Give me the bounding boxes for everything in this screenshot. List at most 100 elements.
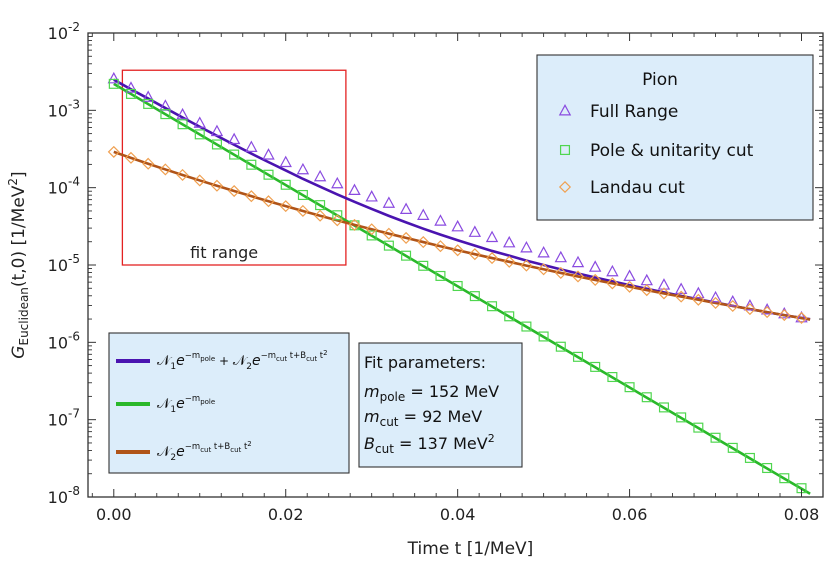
point-landau <box>210 179 223 192</box>
point-pole-unitarity <box>143 98 154 109</box>
point-pole-unitarity <box>572 351 584 362</box>
point-pole-unitarity <box>125 88 137 99</box>
legend-entry-pole-unitarity: Pole & unitarity cut <box>590 141 754 161</box>
param-bcut: Bcut = 137 MeV2 <box>364 432 495 456</box>
point-landau <box>331 214 344 227</box>
point-full-range <box>279 155 292 168</box>
point-landau <box>571 270 585 283</box>
legend-entry-landau: Landau cut <box>590 178 685 198</box>
point-landau <box>314 209 327 222</box>
point-pole-unitarity <box>607 372 618 383</box>
point-landau <box>193 174 206 187</box>
point-full-range <box>417 208 430 220</box>
point-landau <box>468 248 481 261</box>
point-landau <box>159 163 172 176</box>
point-pole-unitarity <box>194 129 205 140</box>
point-pole-unitarity <box>538 331 549 342</box>
point-full-range <box>692 286 705 299</box>
point-full-range <box>124 81 138 93</box>
point-pole-unitarity <box>246 159 257 170</box>
point-pole-unitarity <box>693 422 704 433</box>
x-tick-label: 0.04 <box>440 505 476 524</box>
point-landau <box>640 284 653 297</box>
point-pole-unitarity <box>315 200 326 211</box>
x-axis-label: Time t [1/MeV] <box>407 539 534 559</box>
point-pole-unitarity <box>658 402 669 413</box>
point-full-range <box>537 246 550 258</box>
x-tick-label: 0.06 <box>612 505 648 524</box>
point-pole-unitarity <box>744 452 755 463</box>
point-full-range <box>227 132 241 145</box>
point-full-range <box>623 269 636 281</box>
point-landau <box>176 168 189 182</box>
point-full-range <box>795 310 808 323</box>
point-landau <box>675 290 688 303</box>
fit-line-landau <box>113 150 811 321</box>
legend-entry-full-range-marker <box>558 104 572 116</box>
point-full-range <box>503 235 516 248</box>
point-full-range <box>640 273 653 286</box>
point-full-range <box>709 290 722 303</box>
point-landau <box>142 157 155 170</box>
point-landau <box>485 251 499 265</box>
point-landau <box>107 145 120 158</box>
point-landau <box>434 240 447 253</box>
fit-legend-full: 𝒩1e−mpole + 𝒩2e−mcut t+Bcut t2 <box>157 349 328 372</box>
point-landau <box>382 227 395 240</box>
point-pole-unitarity <box>332 210 343 221</box>
y-tick-label: 10-5 <box>48 252 80 275</box>
y-tick-label: 10-3 <box>48 97 80 120</box>
point-pole-unitarity <box>624 382 635 393</box>
point-full-range <box>726 294 739 307</box>
point-landau <box>589 273 602 286</box>
legend-entry-full-range: Full Range <box>590 102 678 122</box>
y-axis-label: GEuclidean(t,0) [1/MeV2] <box>6 171 31 358</box>
point-landau <box>400 231 413 244</box>
fit-range-box <box>121 69 347 266</box>
fit-legend: 𝒩1e−mpole + 𝒩2e−mcut t+Bcut t2𝒩1e−mpole𝒩… <box>108 332 350 474</box>
point-pole-unitarity <box>452 280 463 292</box>
point-full-range <box>451 219 464 232</box>
point-full-range <box>176 107 189 120</box>
point-landau <box>417 236 430 249</box>
fit-legend-landau: 𝒩2e−mcut t+Bcut t2 <box>157 440 252 463</box>
y-tick-label: 10-7 <box>48 407 80 430</box>
point-full-range <box>210 124 224 137</box>
point-full-range <box>554 250 568 263</box>
point-landau <box>726 299 739 313</box>
point-pole-unitarity <box>177 119 188 130</box>
legend-entry-pole-unitarity-marker <box>559 144 571 156</box>
fit-parameters-box <box>358 342 523 468</box>
point-landau <box>520 259 533 272</box>
point-full-range <box>245 140 258 152</box>
point-landau <box>124 151 138 164</box>
point-pole-unitarity <box>590 361 601 372</box>
y-tick-label: 10-4 <box>48 175 80 198</box>
x-tick-label: 0.08 <box>784 505 820 524</box>
point-pole-unitarity <box>383 240 394 251</box>
point-full-range <box>743 299 757 311</box>
point-full-range <box>313 169 327 182</box>
point-pole-unitarity <box>108 78 119 89</box>
point-landau <box>554 266 567 279</box>
y-tick-label: 10-6 <box>48 329 80 352</box>
point-full-range <box>262 148 275 160</box>
point-pole-unitarity <box>211 139 222 150</box>
point-landau <box>245 190 258 203</box>
point-pole-unitarity <box>418 260 429 271</box>
point-landau <box>692 293 705 306</box>
point-landau <box>348 218 361 231</box>
point-full-range <box>365 190 378 202</box>
point-full-range <box>588 260 602 272</box>
point-landau <box>228 184 241 198</box>
legend-entry-landau-marker <box>558 180 572 194</box>
point-pole-unitarity <box>401 250 412 261</box>
point-landau <box>623 280 636 293</box>
point-pole-unitarity <box>297 189 308 201</box>
point-full-range <box>674 282 688 294</box>
point-pole-unitarity <box>263 169 274 180</box>
point-full-range <box>468 225 482 237</box>
